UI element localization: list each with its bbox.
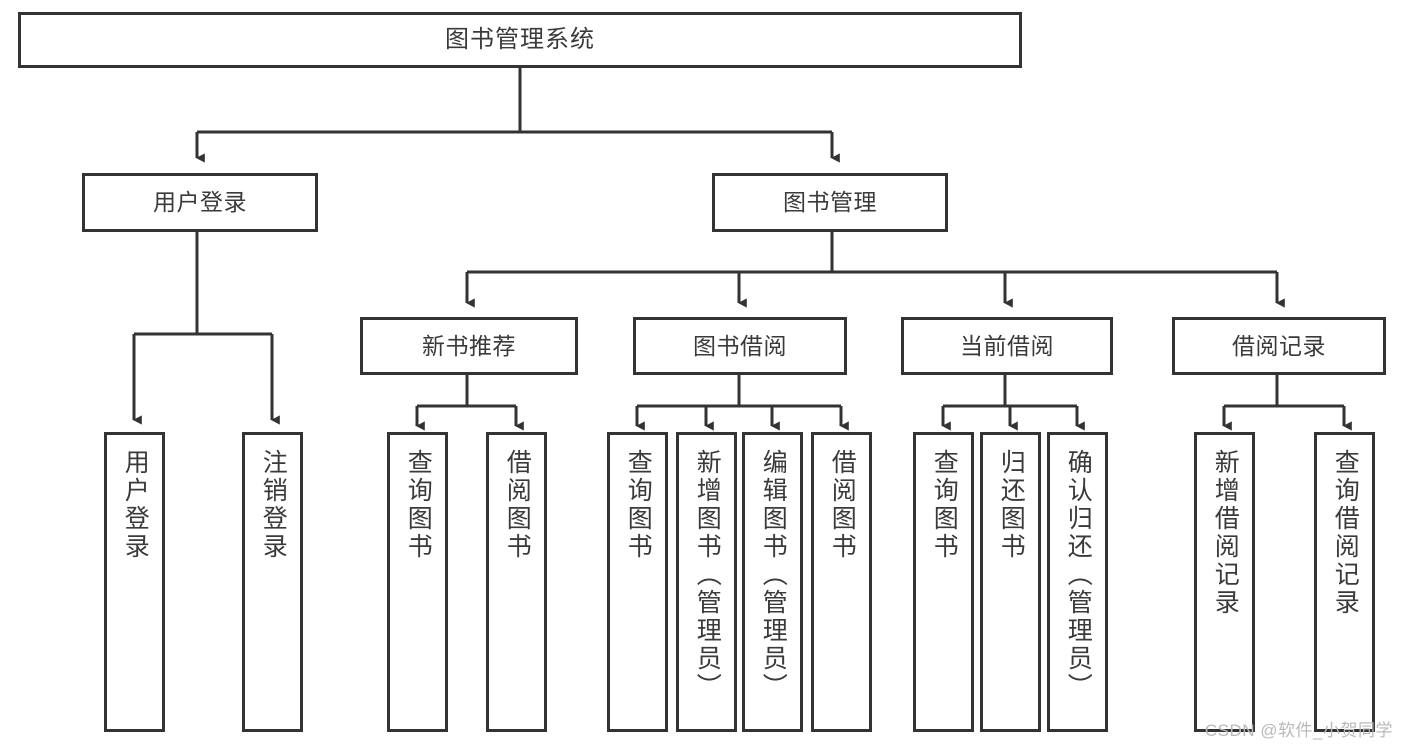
node-new-book-recommend[interactable]: 新书推荐 — [360, 317, 578, 375]
node-leaf-add-record-label: 新增借阅记录 — [1211, 449, 1240, 617]
node-book-manage-label: 图书管理 — [783, 189, 877, 216]
node-book-borrow-label: 图书借阅 — [693, 332, 787, 359]
node-leaf-return-book[interactable]: 归还图书 — [980, 432, 1041, 732]
node-leaf-edit-book-label: 编辑图书（管理员） — [759, 449, 788, 701]
node-leaf-query-book-3-label: 查询图书 — [930, 449, 959, 561]
node-new-book-recommend-label: 新书推荐 — [422, 332, 516, 359]
node-book-borrow[interactable]: 图书借阅 — [633, 317, 847, 375]
node-root-label: 图书管理系统 — [445, 26, 595, 54]
node-current-borrow[interactable]: 当前借阅 — [901, 317, 1113, 375]
node-leaf-borrow-book-2-label: 借阅图书 — [828, 449, 857, 561]
node-leaf-return-book-label: 归还图书 — [997, 449, 1026, 561]
node-leaf-user-login[interactable]: 用户登录 — [104, 432, 165, 732]
node-leaf-user-login-label: 用户登录 — [121, 449, 150, 561]
node-book-manage[interactable]: 图书管理 — [712, 173, 948, 232]
node-leaf-borrow-book-1-label: 借阅图书 — [503, 449, 532, 561]
node-leaf-confirm-return[interactable]: 确认归还（管理员） — [1047, 432, 1108, 732]
node-leaf-query-book-2[interactable]: 查询图书 — [607, 432, 668, 732]
node-user-login-label: 用户登录 — [153, 189, 247, 216]
node-current-borrow-label: 当前借阅 — [960, 332, 1054, 359]
node-leaf-edit-book[interactable]: 编辑图书（管理员） — [742, 432, 803, 732]
node-leaf-logout-login[interactable]: 注销登录 — [242, 432, 303, 732]
node-leaf-confirm-return-label: 确认归还（管理员） — [1064, 449, 1093, 701]
node-leaf-query-record[interactable]: 查询借阅记录 — [1314, 432, 1375, 732]
node-borrow-record-label: 借阅记录 — [1232, 332, 1326, 359]
node-leaf-add-book[interactable]: 新增图书（管理员） — [676, 432, 737, 732]
node-leaf-add-record[interactable]: 新增借阅记录 — [1194, 432, 1255, 732]
watermark-text: CSDN @软件_小贺同学 — [1204, 721, 1393, 740]
node-borrow-record[interactable]: 借阅记录 — [1172, 317, 1386, 375]
node-leaf-query-book-1-label: 查询图书 — [404, 449, 433, 561]
node-leaf-logout-login-label: 注销登录 — [259, 449, 288, 561]
node-leaf-query-record-label: 查询借阅记录 — [1331, 449, 1360, 617]
node-leaf-add-book-label: 新增图书（管理员） — [693, 449, 722, 701]
node-leaf-borrow-book-1[interactable]: 借阅图书 — [486, 432, 547, 732]
node-user-login[interactable]: 用户登录 — [82, 173, 318, 232]
node-leaf-query-book-1[interactable]: 查询图书 — [387, 432, 448, 732]
node-root[interactable]: 图书管理系统 — [18, 12, 1022, 68]
node-leaf-query-book-3[interactable]: 查询图书 — [913, 432, 974, 732]
node-leaf-query-book-2-label: 查询图书 — [624, 449, 653, 561]
node-leaf-borrow-book-2[interactable]: 借阅图书 — [811, 432, 872, 732]
